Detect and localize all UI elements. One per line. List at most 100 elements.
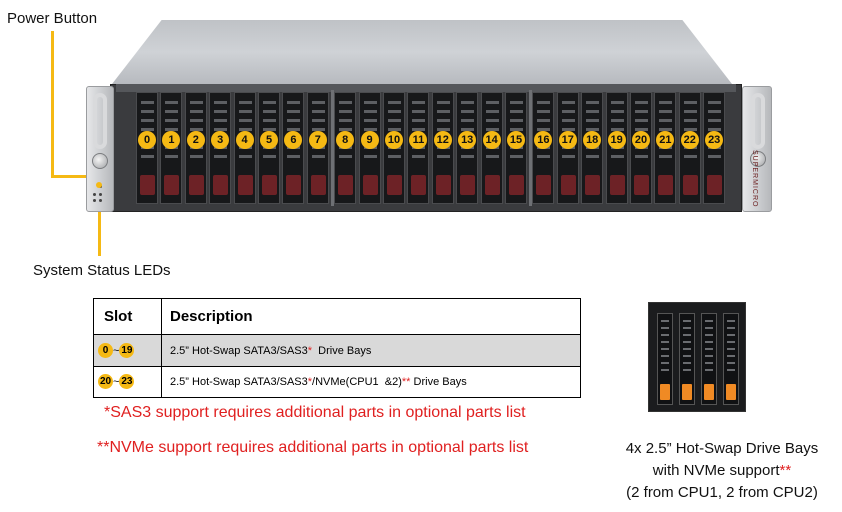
drive-latch[interactable] <box>658 175 674 195</box>
drive-latch[interactable] <box>609 175 625 195</box>
bay-number-badge: 16 <box>534 131 553 149</box>
bay-vent <box>141 119 154 122</box>
nvme-drive-tray <box>657 313 673 405</box>
drive-latch[interactable] <box>387 175 402 195</box>
right-rack-ear <box>742 86 772 212</box>
bay-vent <box>287 119 301 122</box>
slot-description-table: Slot Description 0~19 2.5” Hot-Swap SATA… <box>93 297 581 399</box>
bay-vent <box>263 110 276 113</box>
nvme-latch <box>726 384 736 400</box>
drive-latch[interactable] <box>262 175 277 195</box>
bay-vent <box>311 101 325 104</box>
bay-number-badge: 2 <box>186 131 205 149</box>
bay-vent <box>586 128 600 131</box>
bay-vent <box>485 119 499 122</box>
drive-latch[interactable] <box>682 175 698 195</box>
bay-vent <box>311 155 325 158</box>
chassis-front-lip <box>116 84 736 92</box>
bay-vent <box>287 155 301 158</box>
bay-vent <box>510 101 523 104</box>
bay-vent <box>586 119 600 122</box>
description-suffix: Drive Bays <box>312 344 372 357</box>
bay-vent <box>683 128 697 131</box>
drive-latch[interactable] <box>140 175 155 195</box>
bay-vent <box>485 101 499 104</box>
drive-latch[interactable] <box>707 175 723 195</box>
bay-vent <box>165 101 179 104</box>
tray-vent <box>683 320 691 322</box>
bay-number-badge: 11 <box>409 131 428 149</box>
power-button[interactable] <box>92 153 108 169</box>
bay-vent <box>510 119 523 122</box>
drive-latch[interactable] <box>164 175 180 195</box>
drive-latch[interactable] <box>484 175 500 195</box>
bay-number-badge: 9 <box>360 131 379 149</box>
slot-tilde: ~ <box>113 375 120 388</box>
drive-latch[interactable] <box>213 175 229 195</box>
bay-vent <box>436 128 450 131</box>
slot-to-badge: 23 <box>119 374 135 390</box>
drive-latch[interactable] <box>286 175 302 195</box>
nvme-latch <box>682 384 692 400</box>
bay-vent <box>461 110 475 113</box>
bay-vent <box>287 101 301 104</box>
bay-vent <box>339 128 353 131</box>
bay-vent <box>189 128 203 131</box>
bay-vent <box>363 128 377 131</box>
bay-number-badge: 1 <box>162 131 181 149</box>
bay-vent <box>287 110 301 113</box>
drive-latch[interactable] <box>585 175 601 195</box>
tray-vent <box>683 327 691 329</box>
drive-latch[interactable] <box>188 175 204 195</box>
left-rack-ear <box>86 86 114 212</box>
bay-vent <box>363 155 377 158</box>
bay-number-badge: 21 <box>656 131 675 149</box>
bay-vent <box>659 101 673 104</box>
bay-vent <box>214 110 228 113</box>
drive-latch[interactable] <box>411 175 427 195</box>
tray-vent <box>705 334 713 336</box>
power-button-callout-vertical <box>51 31 54 177</box>
drive-latch[interactable] <box>536 175 552 195</box>
bay-number-badge: 23 <box>705 131 724 149</box>
status-led <box>93 199 96 202</box>
bay-vent <box>635 101 648 104</box>
bay-vent <box>659 110 673 113</box>
bay-number-badge: 19 <box>607 131 626 149</box>
bay-vent <box>708 119 722 122</box>
nvme-caption-line1: 4x 2.5” Hot-Swap Drive Bays <box>625 440 819 457</box>
drive-latch[interactable] <box>560 175 576 195</box>
drive-latch[interactable] <box>634 175 649 195</box>
tray-vent <box>661 348 669 350</box>
bay-vent <box>461 119 475 122</box>
bay-vent <box>683 155 697 158</box>
bay-vent <box>659 128 673 131</box>
description-nvme: /NVMe(CPU1 &2) <box>312 375 402 388</box>
tray-vent <box>727 320 735 322</box>
bay-vent <box>537 119 551 122</box>
bay-number-badge: 17 <box>558 131 577 149</box>
bay-vent <box>537 128 551 131</box>
tray-vent <box>705 341 713 343</box>
tray-vent <box>705 369 713 371</box>
tray-vent <box>683 355 691 357</box>
bay-vent <box>263 128 276 131</box>
bay-vent <box>141 128 154 131</box>
drive-latch[interactable] <box>310 175 326 195</box>
drive-latch[interactable] <box>237 175 253 195</box>
bay-vent <box>436 101 450 104</box>
bay-vent <box>363 110 377 113</box>
bay-vent <box>436 119 450 122</box>
tray-vent <box>661 334 669 336</box>
bay-group-separator <box>529 90 533 206</box>
drive-latch[interactable] <box>362 175 378 195</box>
bay-vent <box>388 128 401 131</box>
bay-vent <box>683 119 697 122</box>
tray-vent <box>727 348 735 350</box>
header-slot: Slot <box>93 297 162 336</box>
drive-latch[interactable] <box>338 175 354 195</box>
tray-vent <box>705 327 713 329</box>
drive-latch[interactable] <box>435 175 451 195</box>
drive-latch[interactable] <box>509 175 524 195</box>
drive-latch[interactable] <box>460 175 476 195</box>
